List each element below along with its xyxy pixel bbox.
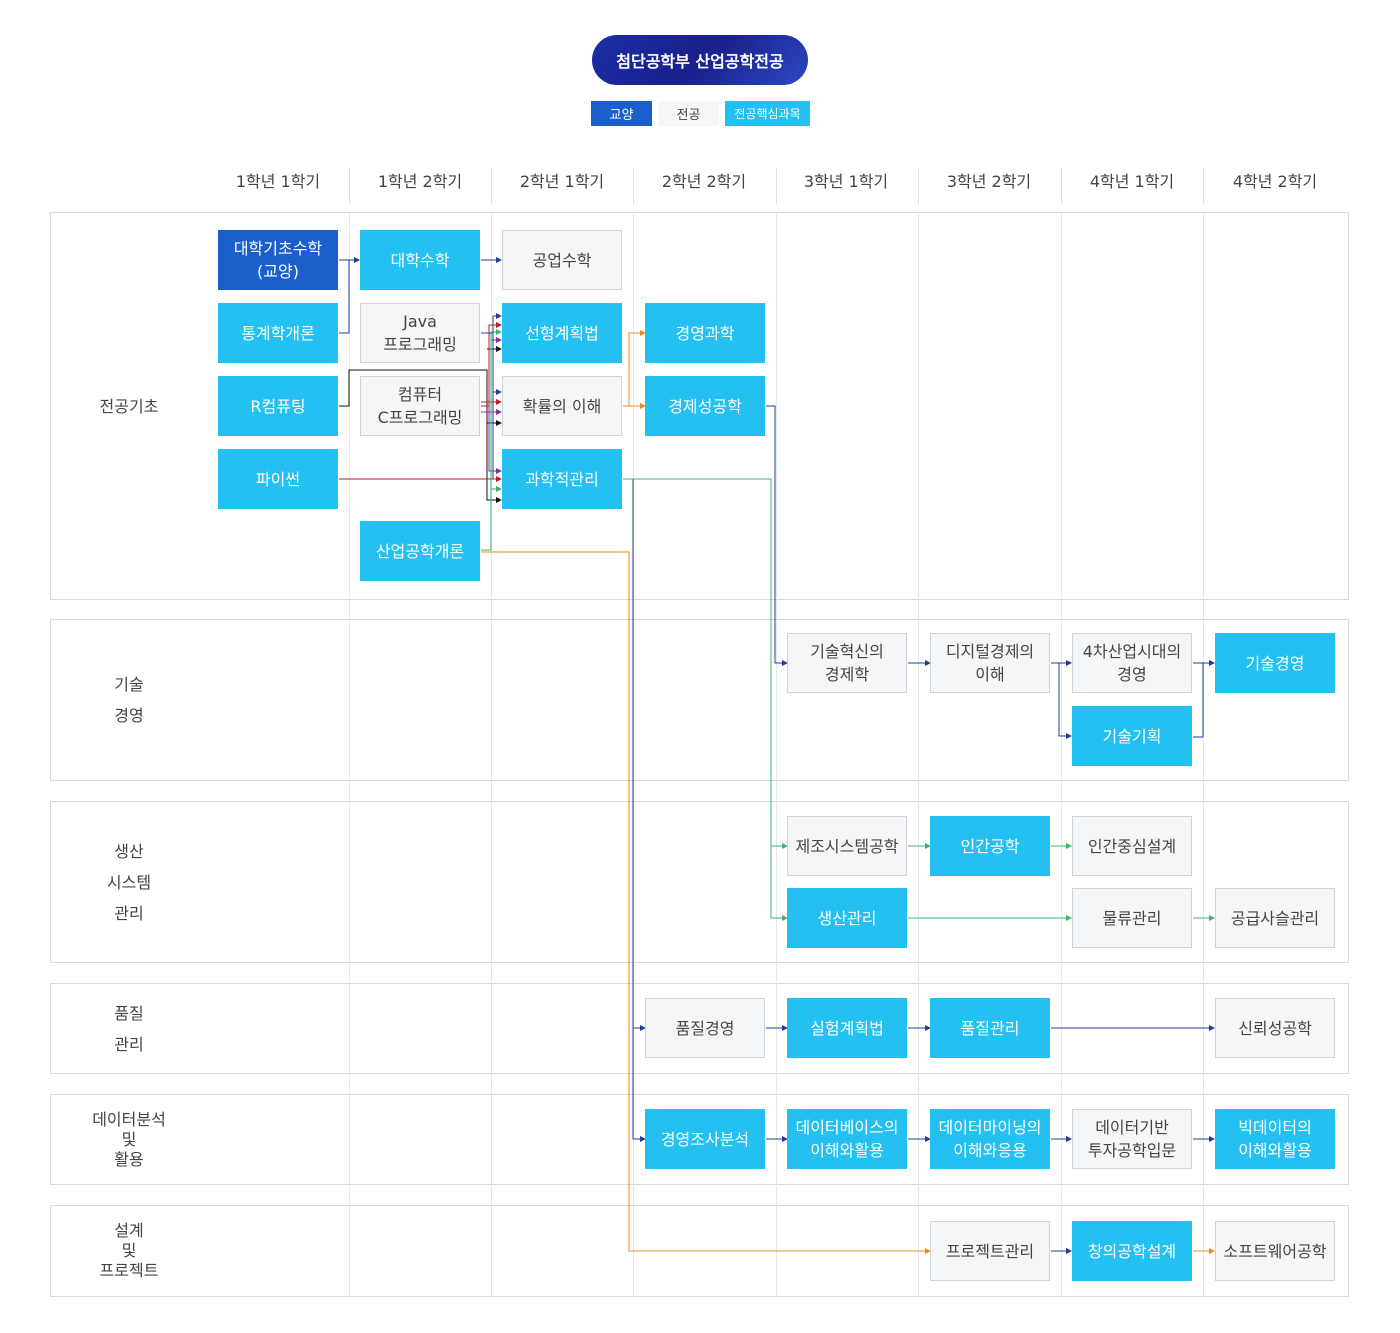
column-divider [1061,212,1062,1297]
course-box[interactable]: 4차산업시대의 경영 [1072,633,1192,693]
course-box[interactable]: 기술혁신의 경제학 [787,633,907,693]
course-box[interactable]: 대학수학 [360,230,480,290]
header-divider [349,168,350,204]
semester-header: 2학년 2학기 [661,172,747,191]
semester-header: 2학년 1학기 [519,172,605,191]
course-box[interactable]: 물류관리 [1072,888,1192,948]
category-label: 활용 [114,1149,144,1169]
course-box[interactable]: 선형계획법 [502,303,622,363]
course-box[interactable]: 빅데이터의 이해와활용 [1215,1109,1335,1169]
course-box[interactable]: 데이터마이닝의 이해와응용 [930,1109,1050,1169]
category-label: 프로젝트 [99,1261,159,1280]
semester-header: 4학년 1학기 [1089,172,1175,191]
course-box[interactable]: 제조시스템공학 [787,816,907,876]
category-data: 데이터분석 및 활용 [50,1094,208,1185]
category-label: 시스템 [106,872,152,892]
course-box[interactable]: 공급사슬관리 [1215,888,1335,948]
course-box[interactable]: 창의공학설계 [1072,1221,1192,1281]
semester-header: 3학년 2학기 [946,172,1032,191]
category-label: 생산 [114,841,144,861]
header-divider [918,168,919,204]
course-box[interactable]: 데이터기반 투자공학입문 [1072,1109,1192,1169]
category-label: 경영 [114,706,144,725]
legend-core: 전공핵심과목 [725,101,810,126]
semester-header: 4학년 2학기 [1232,172,1318,191]
category-label: 관리 [114,903,144,923]
course-box[interactable]: 확률의 이해 [502,376,622,436]
legend-general: 교양 [591,101,652,126]
page-title: 첨단공학부 산업공학전공 [592,35,808,85]
course-box[interactable]: 디지털경제의 이해 [930,633,1050,693]
course-box[interactable]: 데이터베이스의 이해와활용 [787,1109,907,1169]
course-box[interactable]: 인간중심설계 [1072,816,1192,876]
header-divider [1061,168,1062,204]
column-divider [349,212,350,1297]
course-box[interactable]: 품질관리 [930,998,1050,1058]
category-label: 기술 [114,675,144,694]
course-box[interactable]: Java 프로그래밍 [360,303,480,363]
column-divider [633,212,634,1297]
category-quality: 품질 관리 [50,983,208,1074]
category-design: 설계 및 프로젝트 [50,1205,208,1297]
header-divider [491,168,492,204]
course-box[interactable]: 산업공학개론 [360,521,480,581]
header-divider [1203,168,1204,204]
category-label: 품질 [114,1003,144,1023]
category-tech: 기술 경영 [50,619,208,781]
column-divider [776,212,777,1297]
course-box[interactable]: 컴퓨터 C프로그래밍 [360,376,480,436]
semester-header: 1학년 1학기 [235,172,321,191]
course-box[interactable]: 공업수학 [502,230,622,290]
course-box[interactable]: 경영조사분석 [645,1109,765,1169]
category-prod: 생산 시스템 관리 [50,801,208,963]
course-box[interactable]: 소프트웨어공학 [1215,1221,1335,1281]
course-box[interactable]: 파이썬 [218,449,338,509]
category-label: 전공기초 [99,396,159,416]
category-label: 및 [121,1241,137,1260]
course-box[interactable]: 대학기초수학 (교양) [218,230,338,290]
course-box[interactable]: R컴퓨팅 [218,376,338,436]
course-box[interactable]: 신뢰성공학 [1215,998,1335,1058]
course-box[interactable]: 기술기획 [1072,706,1192,766]
course-box[interactable]: 경제성공학 [645,376,765,436]
category-label: 및 [121,1129,137,1149]
category-label: 관리 [114,1034,144,1054]
category-label: 데이터분석 [92,1109,166,1129]
category-label: 설계 [114,1221,144,1240]
column-divider [918,212,919,1297]
category-basic: 전공기초 [50,212,208,600]
legend-major: 전공 [658,101,719,126]
course-box[interactable]: 실험계획법 [787,998,907,1058]
course-box[interactable]: 인간공학 [930,816,1050,876]
semester-header: 1학년 2학기 [377,172,463,191]
header-divider [776,168,777,204]
course-box[interactable]: 통계학개론 [218,303,338,363]
course-box[interactable]: 프로젝트관리 [930,1221,1050,1281]
header-divider [633,168,634,204]
course-box[interactable]: 기술경영 [1215,633,1335,693]
column-divider [491,212,492,1297]
semester-header: 3학년 1학기 [803,172,889,191]
course-box[interactable]: 품질경영 [645,998,765,1058]
course-box[interactable]: 생산관리 [787,888,907,948]
course-box[interactable]: 과학적관리 [502,449,622,509]
column-divider [1203,212,1204,1297]
course-box[interactable]: 경영과학 [645,303,765,363]
